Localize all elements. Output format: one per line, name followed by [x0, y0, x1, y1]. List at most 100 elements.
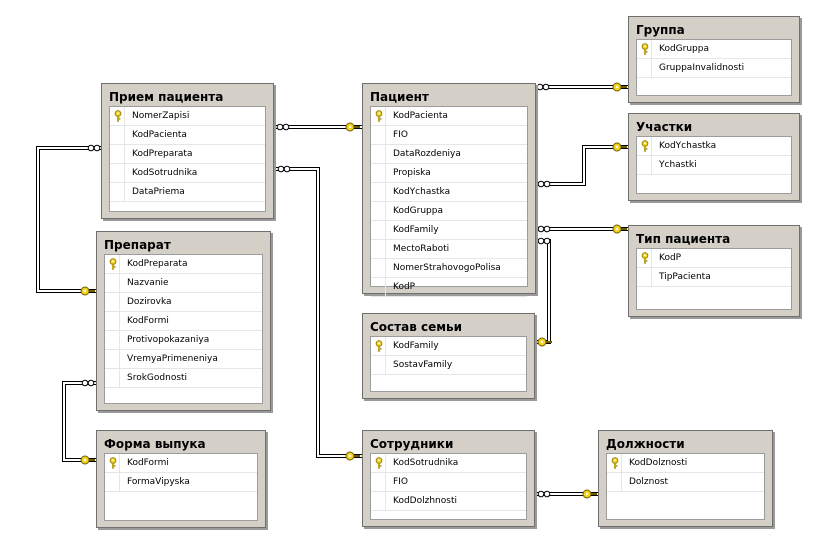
row-selector: [637, 59, 652, 77]
field-name: Dozirovka: [127, 297, 172, 307]
field-name: KodDolzhnosti: [393, 496, 457, 506]
field-row[interactable]: KodGruppa: [637, 40, 791, 59]
field-name: KodFamily: [393, 225, 439, 235]
relationship-pacient-gruppa[interactable]: [536, 82, 628, 92]
relationship-pacient-uchastki[interactable]: [536, 142, 628, 188]
field-row[interactable]: KodPacienta: [110, 126, 265, 145]
field-row[interactable]: Dozirovka: [105, 293, 262, 312]
table-title: Пациент: [370, 90, 429, 104]
row-selector: [637, 268, 652, 286]
field-row[interactable]: Propiska: [371, 164, 527, 183]
row-selector: [637, 40, 652, 58]
many-end-icon: [536, 83, 550, 91]
table-title: Тип пациента: [636, 232, 731, 246]
row-selector: [110, 183, 125, 201]
primary-key-icon: [114, 110, 122, 122]
field-name: GruppaInvalidnosti: [659, 63, 745, 73]
field-row[interactable]: Protivopokazaniya: [105, 331, 262, 350]
field-row[interactable]: FormaVipyska: [105, 473, 257, 492]
field-row[interactable]: TipPacienta: [637, 268, 791, 287]
field-row[interactable]: KodDolznosti: [607, 454, 764, 473]
field-name: Protivopokazaniya: [127, 335, 210, 345]
field-row[interactable]: FIO: [371, 473, 526, 492]
field-row[interactable]: NomerStrahovogoPolisa: [371, 259, 527, 278]
field-row[interactable]: KodPreparata: [110, 145, 265, 164]
field-name: TipPacienta: [659, 272, 711, 282]
field-name: KodFamily: [393, 341, 439, 351]
relationship-priem-pacient[interactable]: [274, 122, 362, 132]
field-row[interactable]: KodFamily: [371, 221, 527, 240]
field-row[interactable]: FIO: [371, 126, 527, 145]
field-row[interactable]: DataRozdeniya: [371, 145, 527, 164]
field-row[interactable]: Ychastki: [637, 156, 791, 175]
field-row[interactable]: Dolznost: [607, 473, 764, 492]
field-name: NomerZapisi: [132, 111, 190, 121]
relationship-pacient-sostav[interactable]: [535, 237, 552, 347]
field-row[interactable]: KodDolzhnosti: [371, 492, 526, 511]
field-row[interactable]: KodGruppa: [371, 202, 527, 221]
field-row[interactable]: KodFormi: [105, 312, 262, 331]
field-row[interactable]: MectoRaboti: [371, 240, 527, 259]
relationship-sotrudniki-dolzhnosti[interactable]: [535, 489, 598, 499]
relationship-priem-preparat[interactable]: [36, 144, 101, 296]
table-title: Группа: [636, 23, 685, 37]
field-row[interactable]: KodYchastka: [637, 137, 791, 156]
field-row[interactable]: KodP: [371, 278, 527, 297]
field-name: KodPreparata: [127, 259, 188, 269]
many-end-icon: [276, 123, 290, 131]
row-selector: [371, 183, 386, 201]
field-row[interactable]: KodP: [637, 249, 791, 268]
relationship-pacient-tip[interactable]: [536, 224, 628, 234]
field-name: KodGruppa: [659, 44, 709, 54]
many-end-icon: [537, 180, 551, 188]
field-row[interactable]: KodYchastka: [371, 183, 527, 202]
relationship-priem-sotrudniki[interactable]: [274, 165, 362, 461]
field-row[interactable]: DataPriema: [110, 183, 265, 202]
field-name: KodYchastka: [659, 141, 717, 151]
primary-key-icon: [109, 457, 117, 469]
field-row[interactable]: KodPreparata: [105, 255, 262, 274]
field-row[interactable]: NomerZapisi: [110, 107, 265, 126]
field-name: Propiska: [393, 168, 431, 178]
table-title: Должности: [606, 437, 685, 451]
field-row[interactable]: SrokGodnosti: [105, 369, 262, 388]
row-selector: [637, 137, 652, 155]
field-name: KodPacienta: [132, 130, 187, 140]
field-name: KodP: [659, 253, 682, 263]
row-selector: [105, 274, 120, 292]
row-selector: [371, 259, 386, 277]
field-row[interactable]: VremyaPrimeneniya: [105, 350, 262, 369]
field-name: DataRozdeniya: [393, 149, 461, 159]
row-selector: [371, 278, 386, 296]
many-end-icon: [87, 144, 101, 152]
field-row[interactable]: KodFamily: [371, 337, 526, 356]
field-name: KodDolznosti: [629, 458, 688, 468]
row-selector: [371, 492, 386, 510]
field-row[interactable]: Nazvanie: [105, 274, 262, 293]
field-row[interactable]: SostavFamily: [371, 356, 526, 375]
field-row[interactable]: KodPacienta: [371, 107, 527, 126]
field-name: FormaVipyska: [127, 477, 190, 487]
primary-key-icon: [375, 457, 383, 469]
field-row[interactable]: KodSotrudnika: [371, 454, 526, 473]
relationship-preparat-forma[interactable]: [62, 379, 96, 465]
field-row[interactable]: KodFormi: [105, 454, 257, 473]
many-end-icon: [537, 225, 551, 233]
many-end-icon: [81, 379, 95, 387]
field-row[interactable]: KodSotrudnika: [110, 164, 265, 183]
field-row[interactable]: GruppaInvalidnosti: [637, 59, 791, 78]
